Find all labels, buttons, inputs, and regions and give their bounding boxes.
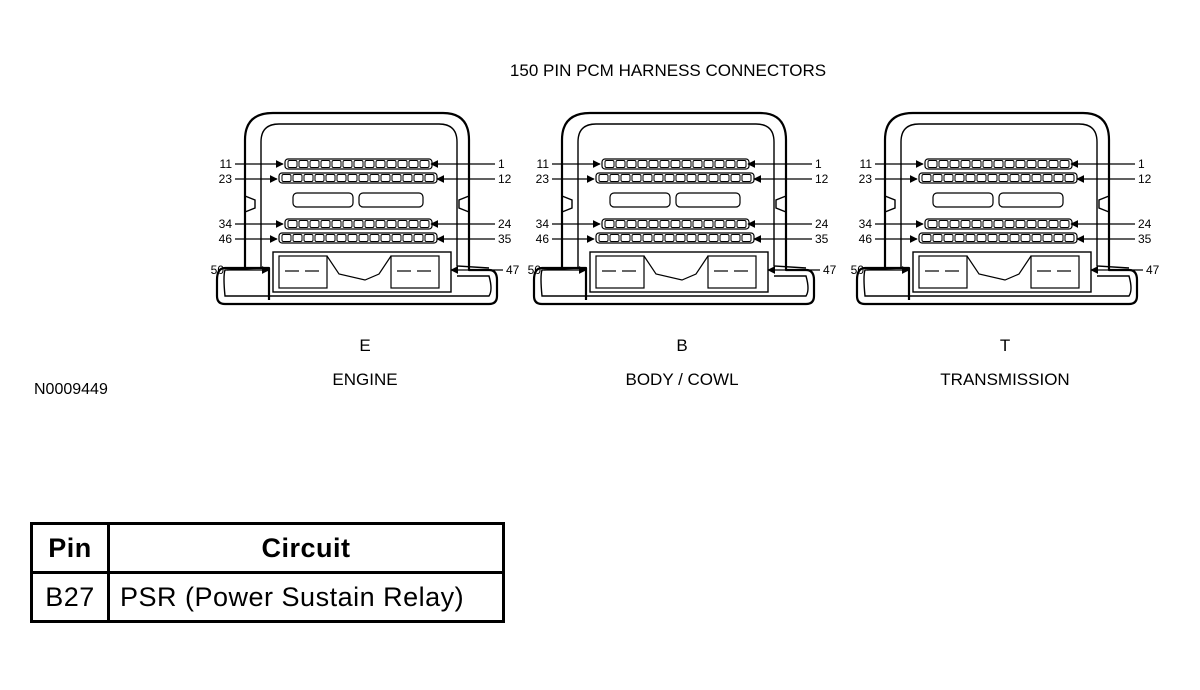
pin-label: 34 (536, 217, 550, 231)
pin-label: 11 (537, 157, 550, 171)
key-slot-left (609, 192, 671, 208)
key-slot-right (998, 192, 1064, 208)
table-header-row: Pin Circuit (30, 522, 505, 574)
power-terminal-block (912, 251, 1092, 293)
table-row: B27 PSR (Power Sustain Relay) (30, 571, 505, 623)
pin-row-3 (924, 218, 1073, 230)
connector-letter: T (1000, 336, 1010, 355)
pin-row-3 (601, 218, 750, 230)
pin-label: 34 (219, 217, 233, 231)
pin-label: 23 (536, 172, 550, 186)
pin-label: 47 (1146, 263, 1160, 277)
power-terminal-block (272, 251, 452, 293)
pin-label: 50 (211, 263, 225, 277)
key-slot-right (358, 192, 424, 208)
header-pin: Pin (30, 522, 110, 574)
pin-label: 11 (220, 157, 233, 171)
pin-label: 34 (859, 217, 873, 231)
pin-row-4 (278, 232, 438, 244)
pin-label: 1 (1138, 157, 1145, 171)
pin-label: 47 (823, 263, 837, 277)
connector-letter: B (676, 336, 687, 355)
circuit-cell: PSR (Power Sustain Relay) (107, 571, 505, 623)
key-slot-right (675, 192, 741, 208)
pin-row-3 (284, 218, 433, 230)
diagram-title: 150 PIN PCM HARNESS CONNECTORS (510, 61, 826, 80)
key-slot-left (932, 192, 994, 208)
pin-label: 35 (498, 232, 512, 246)
pin-label: 24 (1138, 217, 1152, 231)
header-circuit: Circuit (107, 522, 505, 574)
pin-label: 46 (859, 232, 873, 246)
pin-label: 12 (1138, 172, 1152, 186)
pin-row-4 (918, 232, 1078, 244)
connector-letter: E (359, 336, 370, 355)
pin-row-1 (924, 158, 1073, 170)
pin-row-2 (278, 172, 438, 184)
pin-label: 23 (219, 172, 233, 186)
pin-label: 12 (815, 172, 829, 186)
pin-circuit-table: Pin Circuit B27 PSR (Power Sustain Relay… (30, 522, 505, 623)
power-terminal-block (589, 251, 769, 293)
connector-name: TRANSMISSION (940, 370, 1069, 389)
pin-label: 47 (506, 263, 520, 277)
connector-name: ENGINE (332, 370, 397, 389)
pin-label: 1 (815, 157, 822, 171)
pin-row-1 (284, 158, 433, 170)
pin-label: 23 (859, 172, 873, 186)
pin-label: 24 (815, 217, 829, 231)
pin-row-2 (918, 172, 1078, 184)
pin-row-2 (595, 172, 755, 184)
pin-label: 35 (1138, 232, 1152, 246)
pin-row-4 (595, 232, 755, 244)
pin-label: 50 (851, 263, 865, 277)
pin-label: 12 (498, 172, 512, 186)
pin-label: 11 (860, 157, 873, 171)
pin-cell: B27 (30, 571, 110, 623)
pin-label: 50 (528, 263, 542, 277)
pin-label: 46 (219, 232, 233, 246)
pin-label: 1 (498, 157, 505, 171)
connector-name: BODY / COWL (625, 370, 738, 389)
figure-id: N0009449 (34, 381, 108, 398)
pin-row-1 (601, 158, 750, 170)
pin-label: 46 (536, 232, 550, 246)
pin-label: 35 (815, 232, 829, 246)
pin-label: 24 (498, 217, 512, 231)
key-slot-left (292, 192, 354, 208)
